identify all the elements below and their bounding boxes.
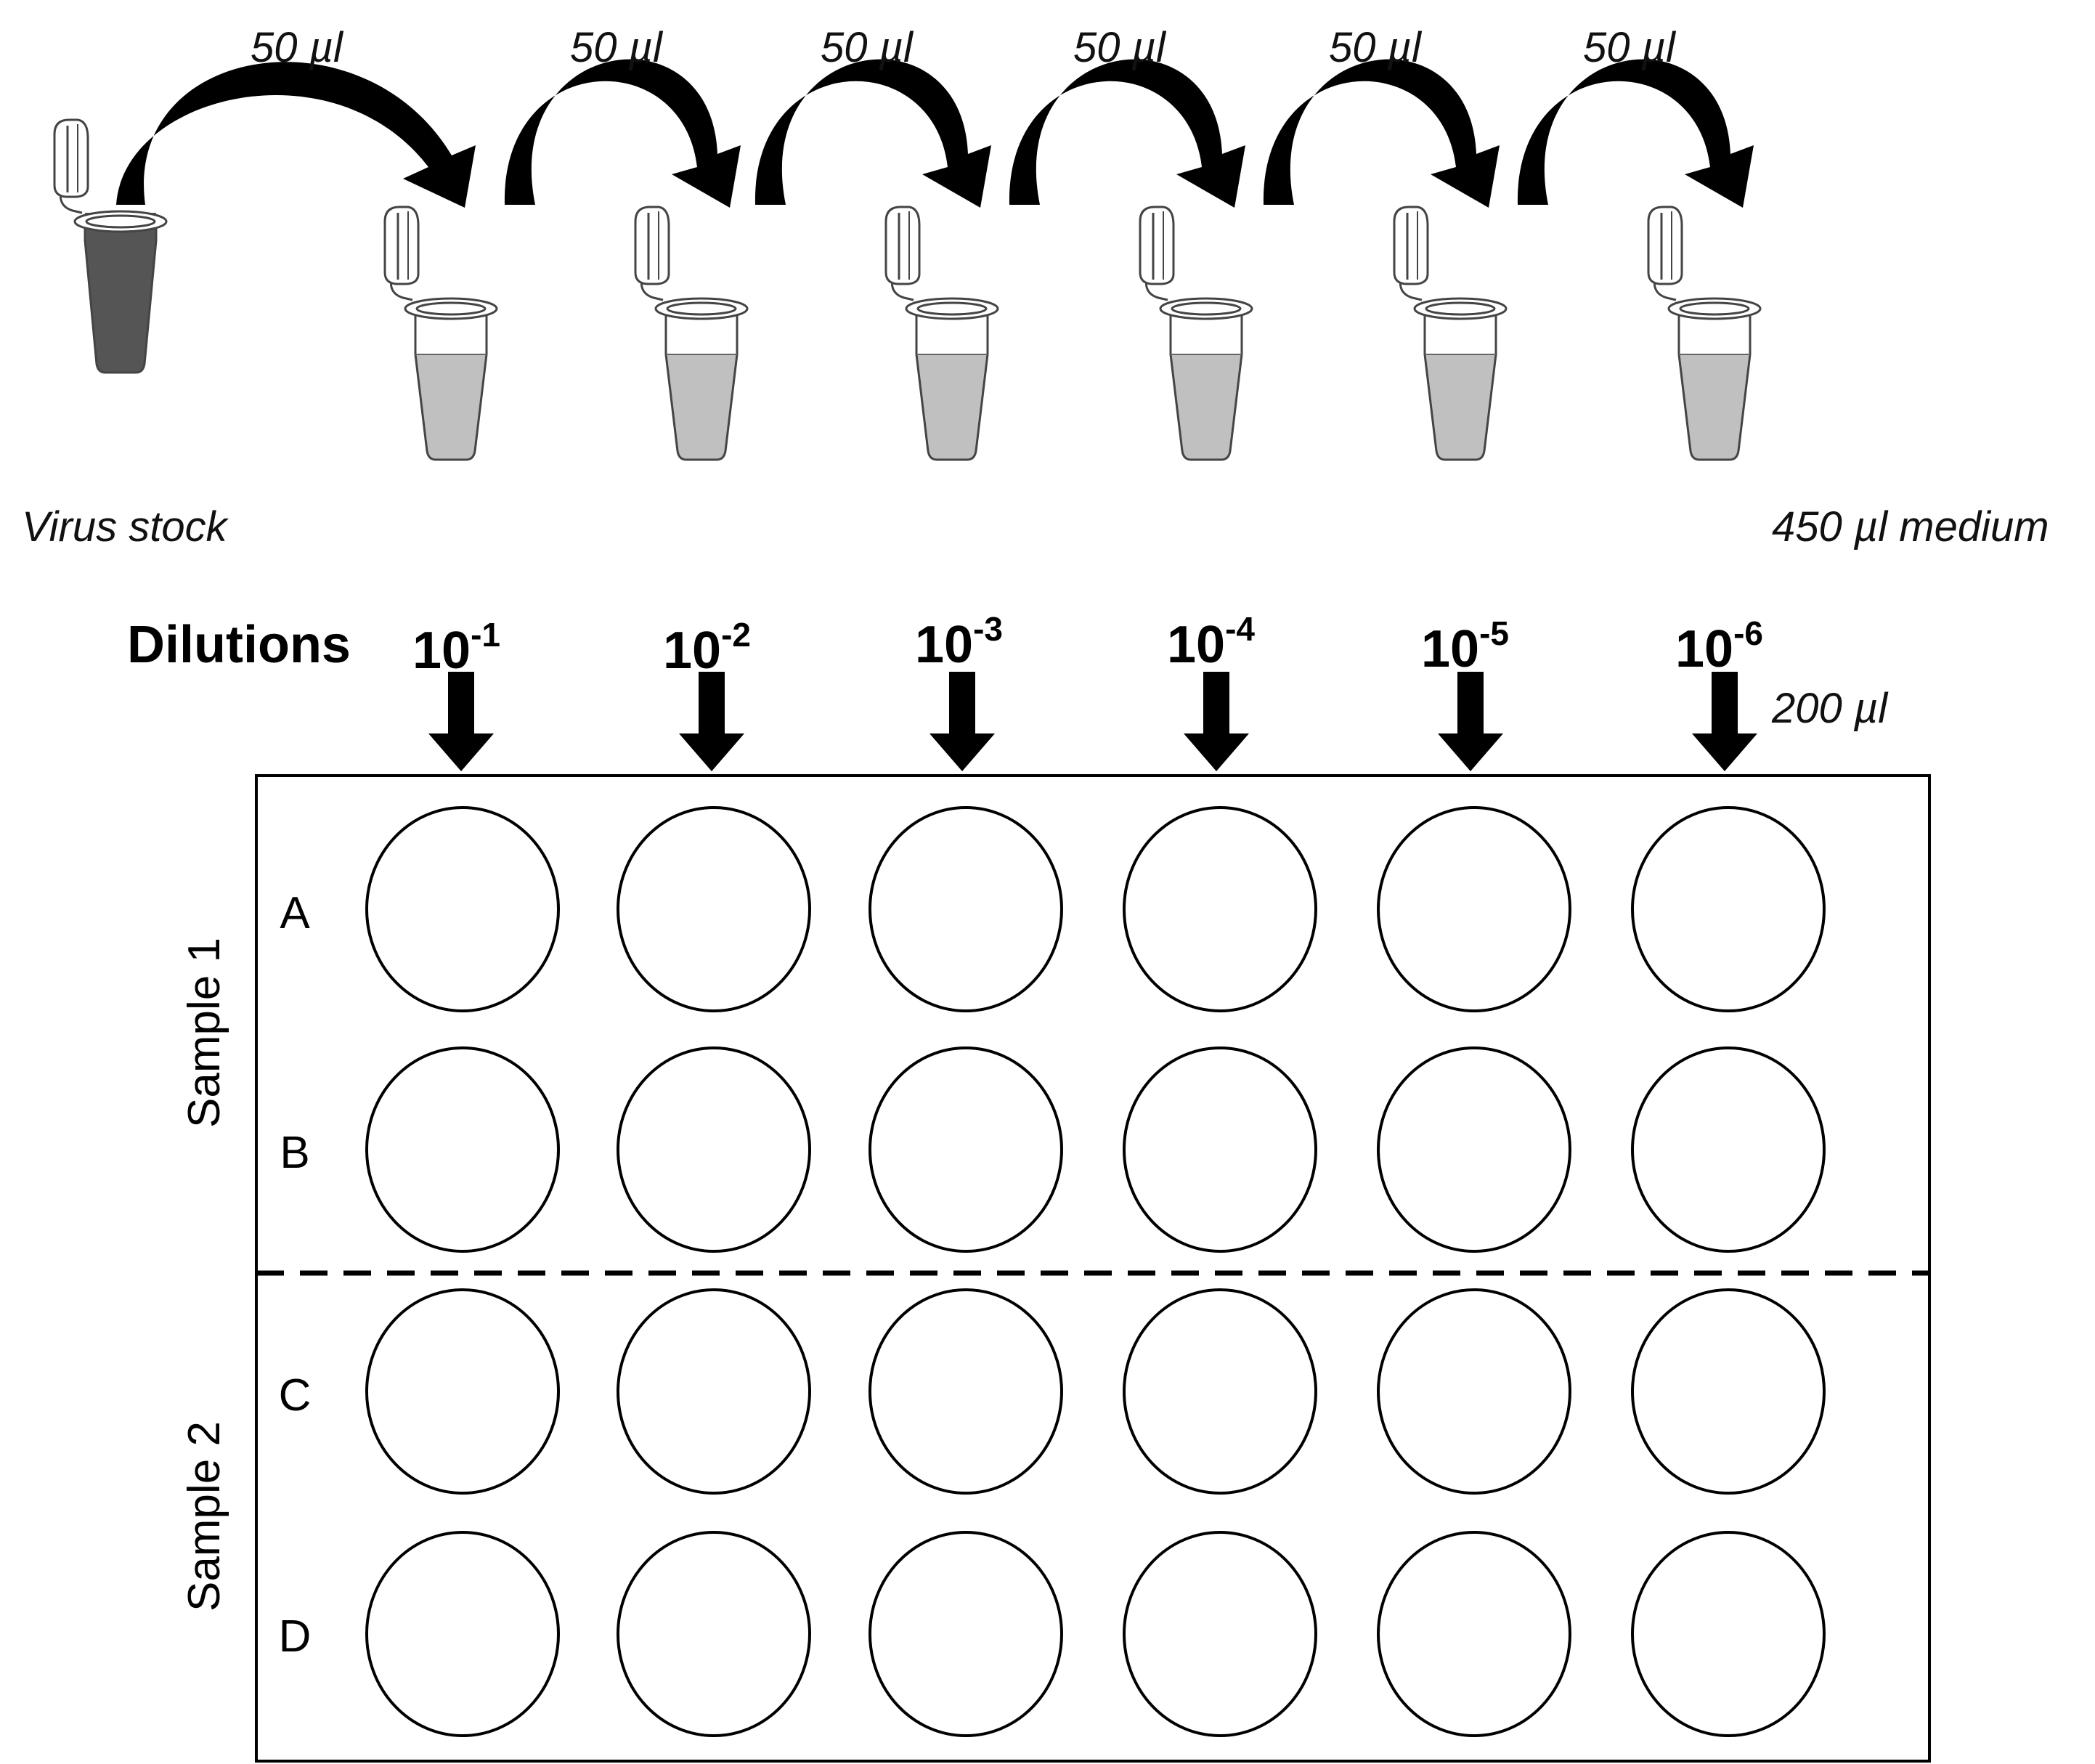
transfer-arrow-3-to-4 (1009, 59, 1245, 208)
virus-stock-tube (53, 118, 168, 374)
transfer-volume-labels: 50 µl 50 µl 50 µl 50 µl 50 µl 50 µl (251, 24, 1677, 71)
well-c1 (365, 1288, 560, 1495)
row-label-d: D (279, 1611, 312, 1662)
plating-arrow-3 (929, 672, 995, 771)
plate-outline (255, 774, 1931, 1763)
plate-wells (365, 806, 1826, 1737)
well-d6 (1631, 1531, 1826, 1737)
well-b2 (617, 1046, 811, 1253)
well-b1 (365, 1046, 560, 1253)
well-d4 (1123, 1531, 1317, 1737)
well-d3 (868, 1531, 1063, 1737)
dilution-factor-1: 10-1 (412, 616, 500, 680)
well-b6 (1631, 1046, 1826, 1253)
plating-arrow-6 (1692, 672, 1757, 771)
dilutions-heading: Dilutions (127, 616, 351, 674)
transfer-arrows (116, 59, 1754, 208)
row-label-a: A (280, 888, 310, 938)
plating-arrow-5 (1438, 672, 1503, 771)
dilution-factor-6: 10-6 (1675, 614, 1763, 678)
dilution-tube-2 (634, 206, 749, 461)
well-a2 (617, 806, 811, 1012)
dilution-tube-6 (1647, 206, 1762, 461)
dilution-tube-5 (1393, 206, 1508, 461)
plate: Sample 1 Sample 2 A B C D (179, 774, 1931, 1763)
transfer-arrow-stock-to-1 (116, 62, 476, 208)
sample-label-2: Sample 2 (179, 1421, 229, 1611)
virus-stock-label: Virus stock (22, 503, 229, 550)
dilution-tube-3 (884, 206, 999, 461)
well-c3 (868, 1288, 1063, 1495)
sample-label-1: Sample 1 (179, 938, 229, 1128)
well-b4 (1123, 1046, 1317, 1253)
well-c2 (617, 1288, 811, 1495)
well-c6 (1631, 1288, 1826, 1495)
row-label-b: B (280, 1128, 309, 1178)
plating-arrows (428, 672, 1757, 771)
well-c5 (1377, 1288, 1571, 1495)
plating-arrow-2 (679, 672, 744, 771)
transfer-arrow-1-to-2 (504, 59, 741, 208)
well-a4 (1123, 806, 1317, 1012)
well-b5 (1377, 1046, 1571, 1253)
transfer-arrow-5-to-6 (1517, 59, 1754, 208)
plating-volume-label: 200 µl (1771, 685, 1889, 732)
well-a3 (868, 806, 1063, 1012)
well-a6 (1631, 806, 1826, 1012)
dilution-factor-5: 10-5 (1421, 614, 1509, 678)
transfer-volume-label: 50 µl (251, 24, 344, 71)
dilution-tube-4 (1139, 206, 1253, 461)
well-d1 (365, 1531, 560, 1737)
dilution-tube-1 (383, 206, 498, 461)
row-label-c: C (279, 1370, 312, 1420)
well-d5 (1377, 1531, 1571, 1737)
well-b3 (868, 1046, 1063, 1253)
well-a1 (365, 806, 560, 1012)
well-c4 (1123, 1288, 1317, 1495)
transfer-volume-label: 50 µl (1583, 24, 1677, 71)
transfer-arrow-4-to-5 (1263, 59, 1500, 208)
transfer-volume-label: 50 µl (1073, 24, 1167, 71)
dilution-factors: 10-1 10-2 10-3 10-4 10-5 10-6 (412, 610, 1763, 680)
dilution-factor-2: 10-2 (663, 616, 751, 680)
transfer-volume-label: 50 µl (1329, 24, 1423, 71)
dilution-factor-3: 10-3 (915, 610, 1003, 674)
plating-arrow-4 (1184, 672, 1249, 771)
well-a5 (1377, 806, 1571, 1012)
dilution-tubes (383, 206, 1762, 461)
transfer-arrow-2-to-3 (754, 59, 991, 208)
transfer-volume-label: 50 µl (821, 24, 914, 71)
medium-volume-label: 450 µl medium (1772, 503, 2049, 550)
plating-arrow-1 (428, 672, 494, 771)
transfer-volume-label: 50 µl (570, 24, 664, 71)
dilution-factor-4: 10-4 (1167, 610, 1255, 674)
well-d2 (617, 1531, 811, 1737)
